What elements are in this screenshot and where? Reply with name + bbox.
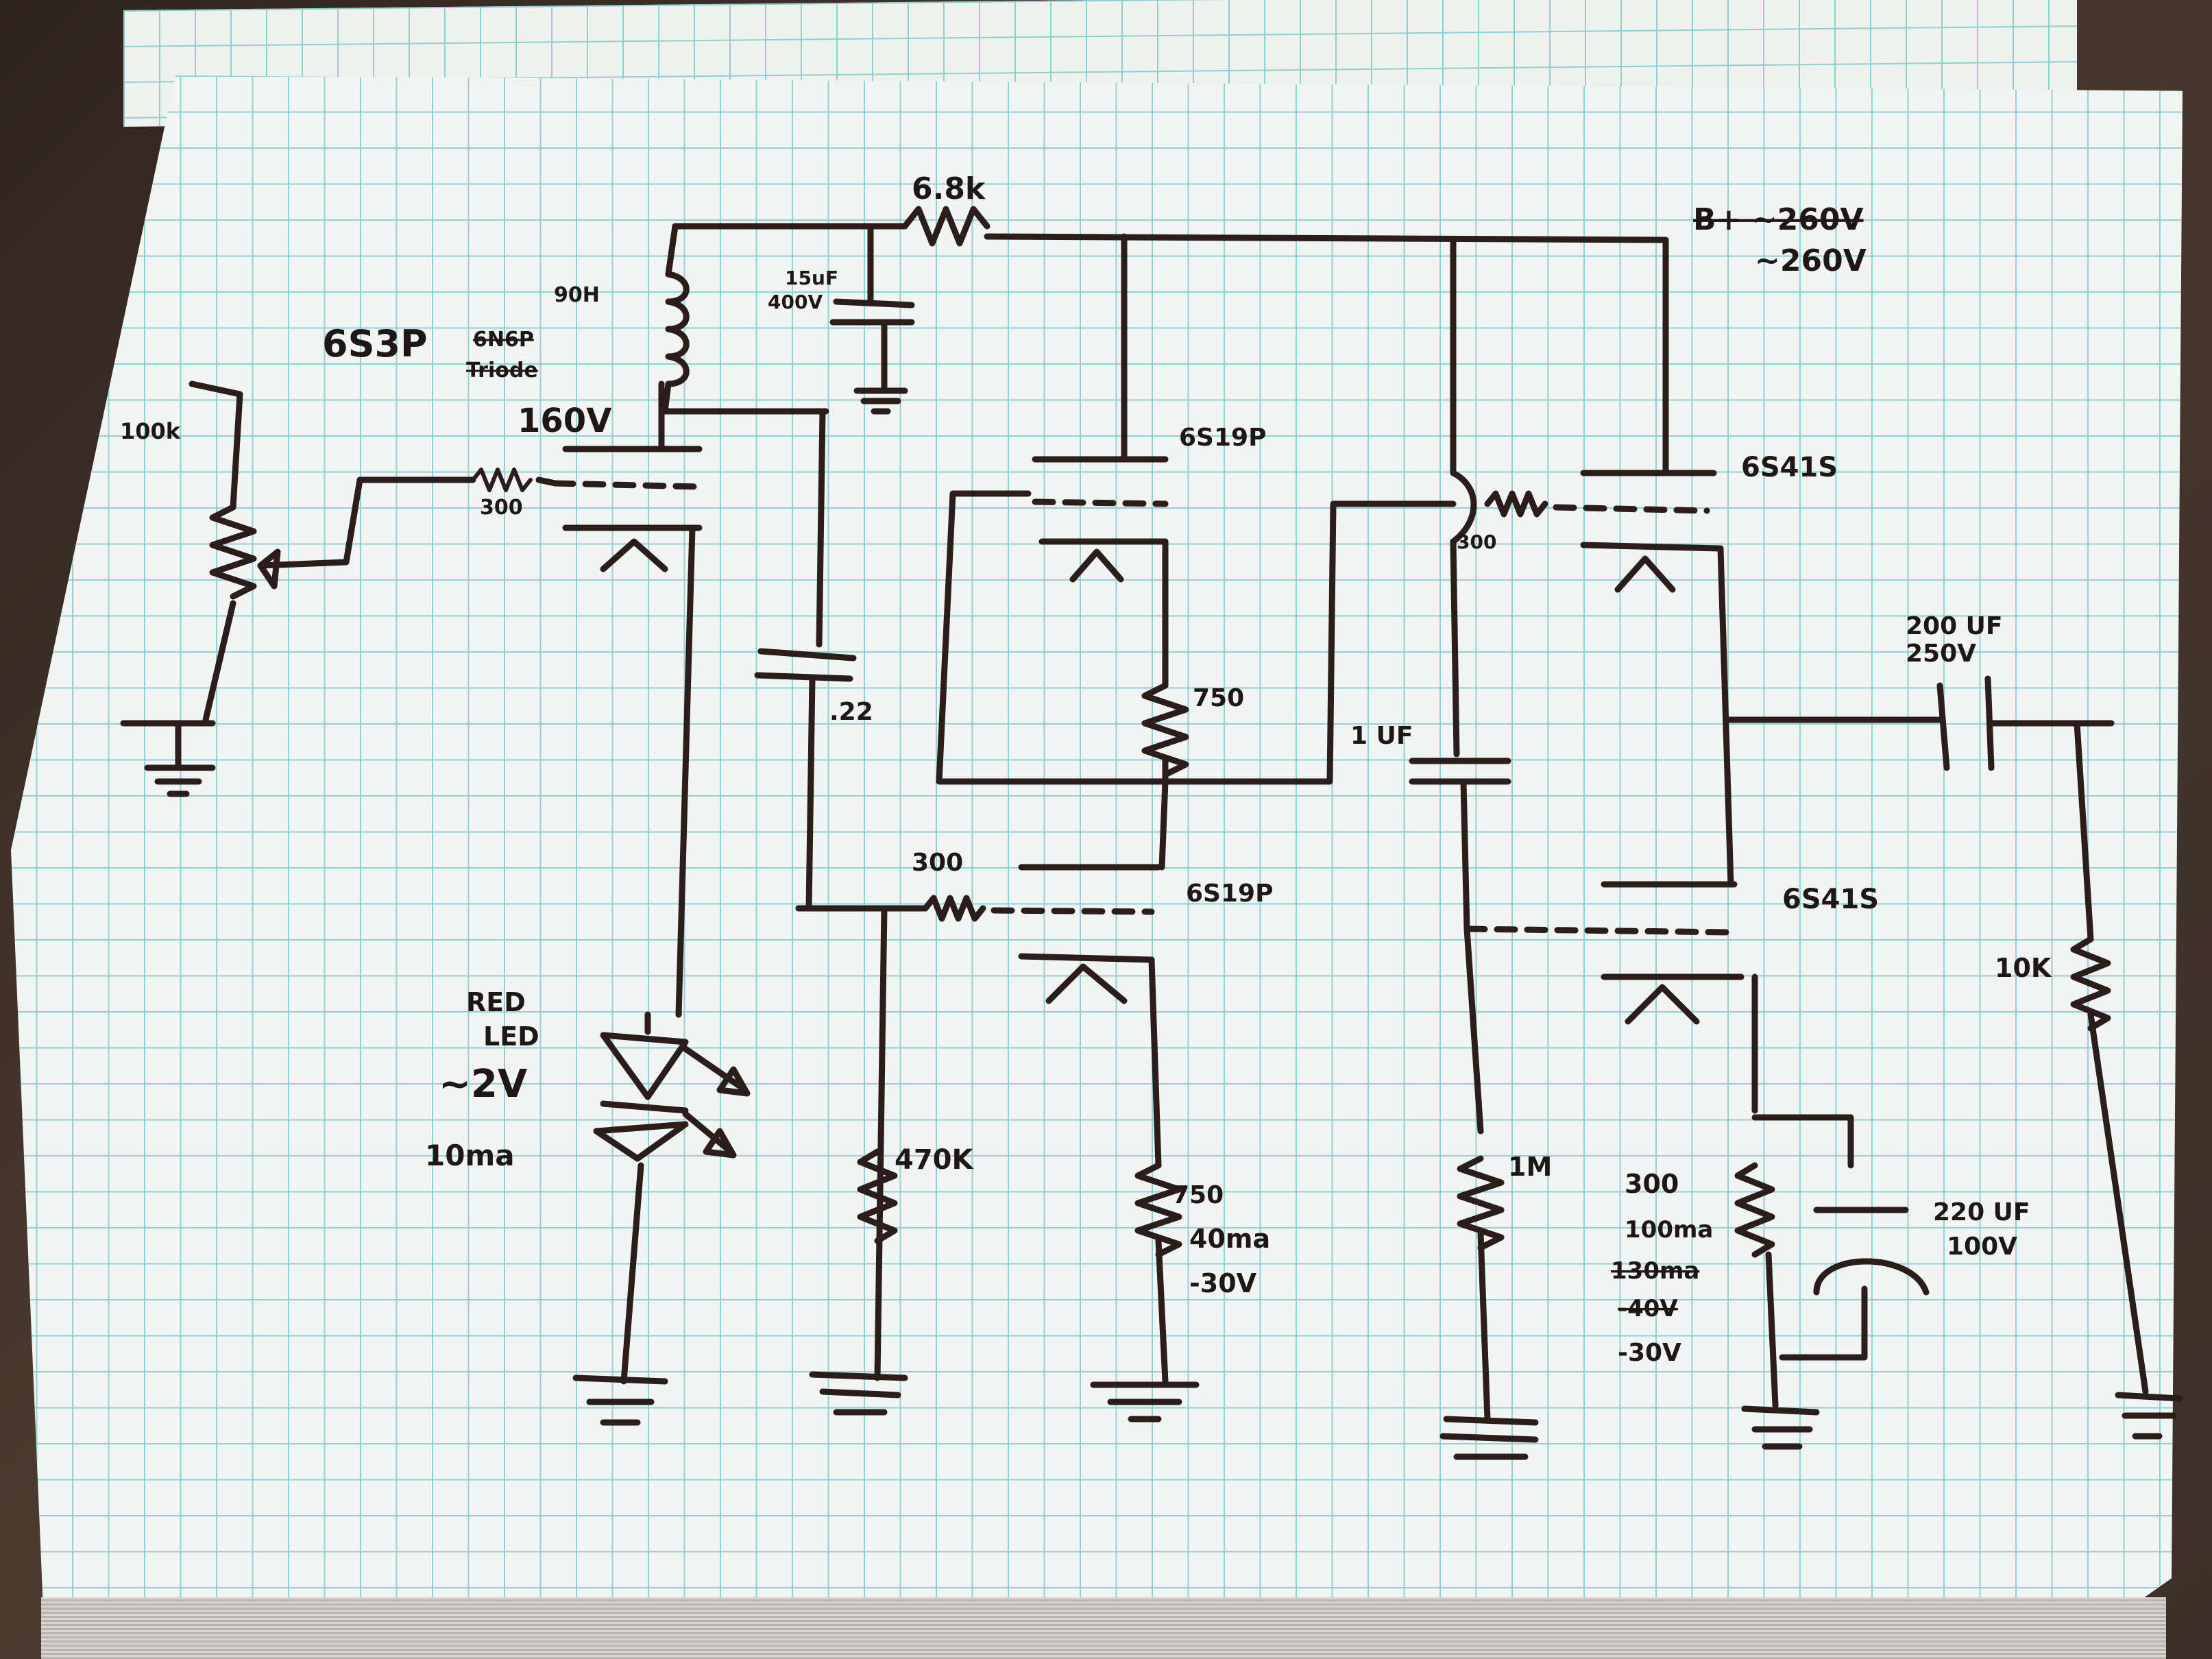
label-022: .22: [829, 698, 873, 726]
label-choke: 90H: [554, 283, 600, 307]
label-6n6p-crossed: 6N6P: [473, 328, 534, 352]
tube-6s41s-upper: [1450, 470, 1916, 888]
labels-group: 6.8k B+ ~260V ~260V 90H 15uF 400V 6S3P 6…: [120, 171, 2052, 1367]
label-750-top: 750: [1193, 684, 1244, 712]
label-6s19p-bottom: 6S19P: [1186, 880, 1273, 908]
volume-potentiometer: [120, 380, 257, 797]
label-1m: 1M: [1508, 1152, 1552, 1182]
label-pot-100k: 100k: [120, 418, 181, 444]
b-plus-rail: [672, 206, 1669, 476]
red-led: [572, 1011, 751, 1426]
label-triode-crossed: Triode: [466, 359, 538, 383]
label-1uf: 1 UF: [1350, 722, 1413, 750]
grid-resistor-1: [257, 468, 559, 590]
label-led-10ma: 10ma: [425, 1139, 515, 1172]
grid-resistor-2: [809, 895, 1155, 1416]
label-40ma: 40ma: [1189, 1224, 1270, 1254]
label-neg30v-b: -30V: [1618, 1339, 1681, 1367]
label-220uf: 220 UF: [1933, 1198, 2030, 1226]
tube-6s41s-lower: [1463, 881, 1930, 1450]
label-bplus-crossed: B+ ~260V: [1693, 202, 1864, 237]
label-6-8k: 6.8k: [912, 171, 986, 206]
label-grid-r2: 300: [912, 849, 963, 877]
notebook-page-edges: [41, 1597, 2166, 1659]
label-6s41s-bottom: 6S41S: [1782, 884, 1879, 915]
label-grid-r1: 300: [480, 496, 523, 520]
label-300-cathode: 300: [1625, 1169, 1679, 1199]
label-10k: 10K: [1995, 953, 2052, 983]
label-750-bottom: 750: [1172, 1181, 1224, 1209]
label-cap-400v: 400V: [768, 291, 823, 313]
label-cap-15uf: 15uF: [785, 267, 838, 289]
label-100ma: 100ma: [1625, 1216, 1713, 1244]
label-led: LED: [483, 1021, 539, 1052]
label-40v-crossed: -40V: [1618, 1295, 1678, 1322]
interstage-capacitor-1uf: [1409, 538, 1539, 1460]
label-160v: 160V: [518, 402, 611, 440]
label-red: RED: [466, 987, 526, 1017]
label-grid-r3: 300: [1457, 531, 1496, 553]
label-6s3p: 6S3P: [322, 322, 428, 365]
graph-paper-page: [11, 75, 2183, 1625]
label-bplus: ~260V: [1755, 243, 1867, 278]
tube-6s19p-lower: [1018, 778, 1200, 1422]
tube-6s19p-upper: [936, 456, 1457, 785]
filter-capacitor: [829, 226, 915, 415]
label-470k: 470K: [895, 1144, 974, 1176]
output-section: [1909, 675, 2183, 1440]
label-250v: 250V: [1906, 640, 1976, 668]
choke-inductor: [658, 223, 829, 452]
label-100v: 100V: [1947, 1233, 2017, 1261]
label-led-2v: ~2V: [439, 1062, 528, 1106]
label-6s41s-top: 6S41S: [1741, 452, 1838, 483]
label-200uf: 200 UF: [1906, 612, 2003, 640]
label-130ma-crossed: 130ma: [1611, 1257, 1699, 1285]
label-neg30v-a: -30V: [1189, 1268, 1257, 1298]
label-6s19p-top: 6S19P: [1179, 424, 1266, 452]
tube-6s3p: [552, 446, 703, 1018]
coupling-capacitor-022: [754, 408, 929, 912]
